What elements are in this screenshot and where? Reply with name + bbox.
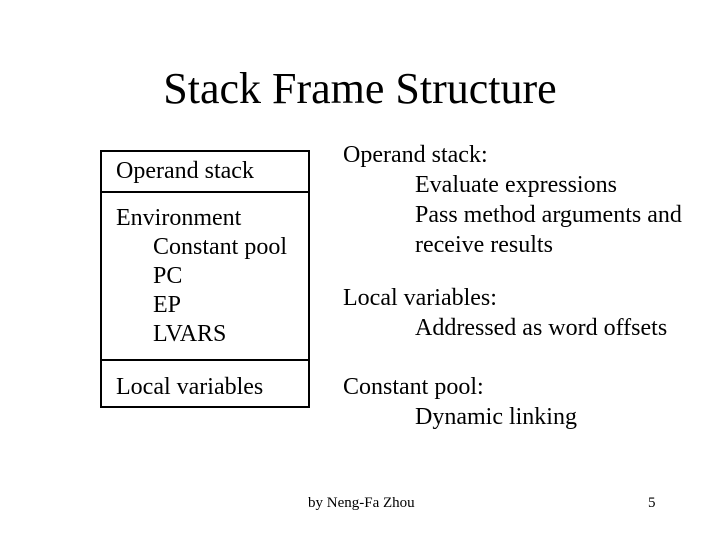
diagram-cell-operand-stack: Operand stack [102,152,308,193]
annotation-local-variables: Local variables: Addressed as word offse… [343,283,703,343]
annotation-detail: Pass method arguments and [415,202,682,228]
local-variables-label: Local variables [116,374,264,400]
annotation-heading: Constant pool: [343,374,484,400]
annotation-constant-pool: Constant pool: Dynamic linking [343,372,703,432]
footer-page-number: 5 [648,495,656,511]
annotation-detail: receive results [415,232,553,258]
environment-label: Environment [116,205,242,231]
diagram-cell-environment: Environment Constant pool PC EP LVARS [102,193,308,361]
stack-frame-diagram: Operand stack Environment Constant pool … [100,150,310,408]
diagram-cell-local-variables: Local variables [102,361,308,406]
slide-title: Stack Frame Structure [163,64,557,113]
environment-item-lvars: LVARS [153,321,227,347]
environment-item-constant-pool: Constant pool [153,234,288,260]
annotation-operand-stack: Operand stack: Evaluate expressions Pass… [343,140,703,260]
environment-item-pc: PC [153,263,183,289]
annotation-heading: Local variables: [343,285,497,311]
annotation-detail: Dynamic linking [415,404,577,430]
annotation-detail: Addressed as word offsets [415,315,668,341]
footer-author: by Neng-Fa Zhou [308,495,415,511]
annotation-heading: Operand stack: [343,142,488,168]
operand-stack-label: Operand stack [116,158,254,184]
annotation-detail: Evaluate expressions [415,172,617,198]
environment-item-ep: EP [153,292,182,318]
